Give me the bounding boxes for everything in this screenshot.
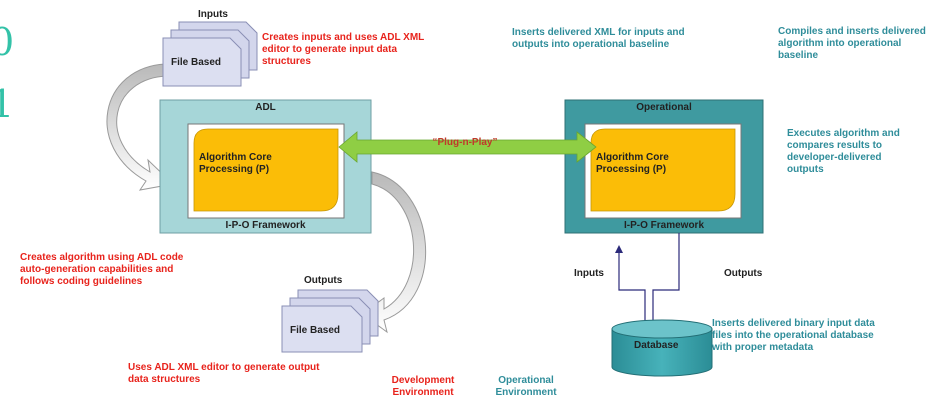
outputs-connector-line: [652, 233, 680, 322]
operational-environment-label: Operational Environment: [495, 375, 557, 398]
db-inputs-label: Inputs: [574, 268, 604, 279]
database-label: Database: [634, 340, 679, 351]
inputs-arrowhead: [615, 245, 623, 253]
edge-glyph-0: 0: [0, 20, 15, 64]
outputs-file-stack: [281, 289, 379, 353]
operational-core-line-1: Algorithm Core: [596, 152, 669, 163]
outputs-stack-label: File Based: [290, 325, 341, 336]
inputs-stack-title: Inputs: [198, 9, 228, 20]
adl-framework-label: I-P-O Framework: [225, 220, 306, 231]
development-environment-label: Development Environment: [391, 375, 455, 398]
operational-core-shape: [590, 128, 736, 212]
adl-core-line-1: Algorithm Core: [199, 152, 272, 163]
annotation-create-inputs: Creates inputs and uses ADL XML editor t…: [262, 32, 425, 67]
annotation-insert-binary: Inserts delivered binary input data file…: [712, 318, 875, 353]
inputs-to-adl-curved-arrow: [106, 63, 175, 191]
outputs-stack-title: Outputs: [304, 275, 343, 286]
adl-core-shape: [193, 128, 339, 212]
plug-n-play-double-arrow: [338, 131, 597, 163]
operational-core-line-2: Processing (P): [596, 164, 667, 175]
inputs-file-stack: [162, 21, 258, 87]
adl-core-line-2: Processing (P): [199, 164, 270, 175]
operational-framework-label: I-P-O Framework: [623, 220, 705, 231]
annotation-output-structures: Uses ADL XML editor to generate output d…: [128, 362, 320, 385]
annotation-insert-xml: Inserts delivered XML for inputs and out…: [512, 27, 685, 50]
db-outputs-label: Outputs: [724, 268, 763, 279]
inputs-stack-label: File Based: [171, 57, 222, 68]
operational-title: Operational: [636, 102, 692, 113]
inputs-connector-line: [618, 250, 646, 322]
adl-title: ADL: [255, 102, 276, 113]
edge-glyph-1: 1: [0, 82, 15, 126]
database-cylinder: [611, 319, 713, 377]
annotation-compile: Compiles and inserts delivered algorithm…: [778, 26, 926, 61]
annotation-execute: Executes algorithm and compares results …: [787, 128, 900, 175]
plug-n-play-label: “Plug-n-Play”: [432, 137, 498, 148]
annotation-create-algorithm: Creates algorithm using ADL code auto-ge…: [20, 252, 184, 287]
